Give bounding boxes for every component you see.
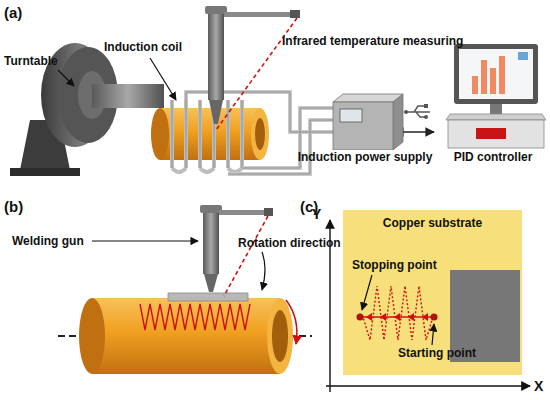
point-label: Stopping point: [352, 258, 437, 272]
part-label: Infrared temperature measuring: [282, 34, 463, 48]
axis-label: X: [534, 378, 543, 394]
axis-label: Y: [312, 206, 321, 222]
point-label: Starting point: [398, 346, 476, 360]
pid-controller-computer: PID controller: [436, 36, 550, 164]
pid-controller-computer-shape: [436, 36, 550, 150]
power-supply-box-shape: [293, 92, 437, 150]
part-label: Rotation direction: [238, 236, 341, 250]
panel-letter: (b): [4, 198, 23, 215]
node-label: Induction power supply: [293, 150, 437, 164]
part-label: Turntable: [4, 54, 58, 68]
power-supply-box: Induction power supply: [293, 92, 437, 164]
node-label: Copper substrate: [343, 216, 522, 230]
part-label: Induction coil: [104, 40, 182, 54]
node-label: PID controller: [436, 150, 550, 164]
panel-letter: (a): [4, 4, 22, 21]
part-label: Welding gun: [12, 234, 84, 248]
